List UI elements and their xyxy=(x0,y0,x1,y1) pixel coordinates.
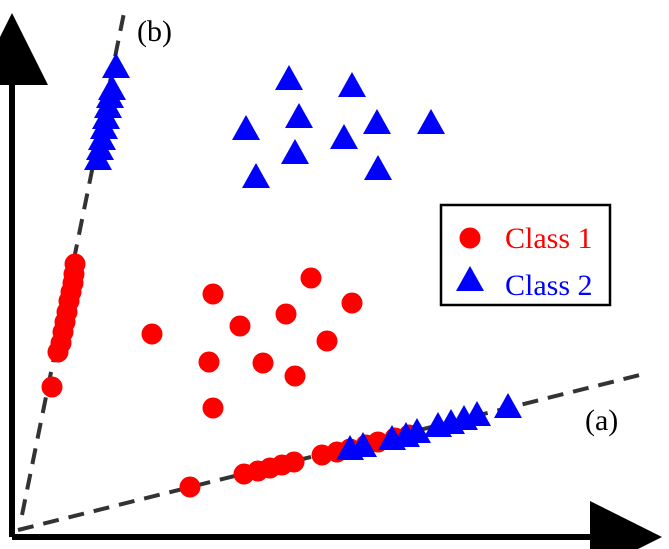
class-2-point-2 xyxy=(338,72,366,97)
class-2-point-5 xyxy=(330,124,358,149)
class-1-point-9 xyxy=(284,365,306,387)
projection-b-class-1-point-11 xyxy=(64,253,86,275)
class-1-point-8 xyxy=(252,352,274,374)
class-1-point-7 xyxy=(198,351,220,373)
projected-points-a xyxy=(179,393,522,498)
legend-class1-label: Class 1 xyxy=(505,222,593,255)
projection-a-class-2-point-9 xyxy=(463,401,491,426)
class-1-point-11 xyxy=(202,397,224,419)
class-2-point-9 xyxy=(281,139,309,164)
class-1-point-1 xyxy=(141,323,163,345)
class-2-point-8 xyxy=(242,163,270,188)
projection-a-class-2-point-10 xyxy=(494,393,522,418)
class-1-point-5 xyxy=(300,267,322,289)
class-1-point-10 xyxy=(316,330,338,352)
class-1-point-3 xyxy=(229,315,251,337)
projection-label-a: (a) xyxy=(585,404,618,437)
class-1-point-2 xyxy=(202,283,224,305)
class-2-point-4 xyxy=(285,103,313,128)
projection-a-class-2-point-2 xyxy=(349,432,377,457)
projection-b-class-2-point-8 xyxy=(98,75,126,100)
class-2-point-10 xyxy=(364,155,392,180)
class-2-point-3 xyxy=(232,115,260,140)
class-1-point-6 xyxy=(341,292,363,314)
legend: Class 1 Class 2 xyxy=(439,203,612,307)
class-1-point-4 xyxy=(275,303,297,325)
projection-b-class-2-point-9 xyxy=(102,53,130,78)
projection-b-class-1-point-1 xyxy=(41,376,63,398)
cluster-points xyxy=(141,65,445,419)
class-2-point-7 xyxy=(417,109,445,134)
legend-class1-marker xyxy=(459,227,481,249)
projected-points-b xyxy=(41,53,130,398)
class-2-point-6 xyxy=(363,109,391,134)
axes xyxy=(0,13,662,549)
legend-class2-label: Class 2 xyxy=(505,269,593,302)
projection-a-class-2-point-5 xyxy=(403,418,431,443)
projection-label-b: (b) xyxy=(137,15,172,48)
projection-a-class-1-point-1 xyxy=(179,476,201,498)
class-2-point-1 xyxy=(275,65,303,90)
projection-a-class-1-point-6 xyxy=(283,451,305,473)
legend-class2-marker xyxy=(456,266,484,291)
